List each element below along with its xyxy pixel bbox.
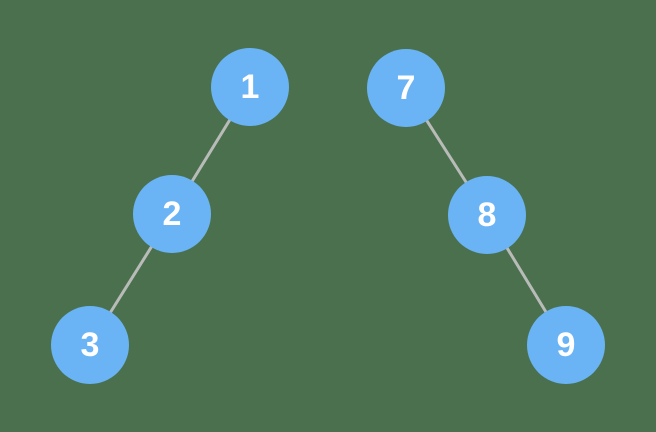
- graph-node-8[interactable]: 8: [448, 176, 526, 254]
- graph-node-label: 3: [80, 326, 100, 364]
- graph-node-label: 8: [477, 196, 497, 234]
- graph-node-2[interactable]: 2: [133, 175, 211, 253]
- graph-node-label: 9: [556, 326, 576, 364]
- graph-node-9[interactable]: 9: [527, 306, 605, 384]
- graph-node-label: 1: [240, 68, 260, 106]
- graph-node-7[interactable]: 7: [367, 49, 445, 127]
- graph-node-label: 2: [162, 195, 182, 233]
- graph-node-1[interactable]: 1: [211, 48, 289, 126]
- graph-node-3[interactable]: 3: [51, 306, 129, 384]
- graph-node-label: 7: [396, 69, 416, 107]
